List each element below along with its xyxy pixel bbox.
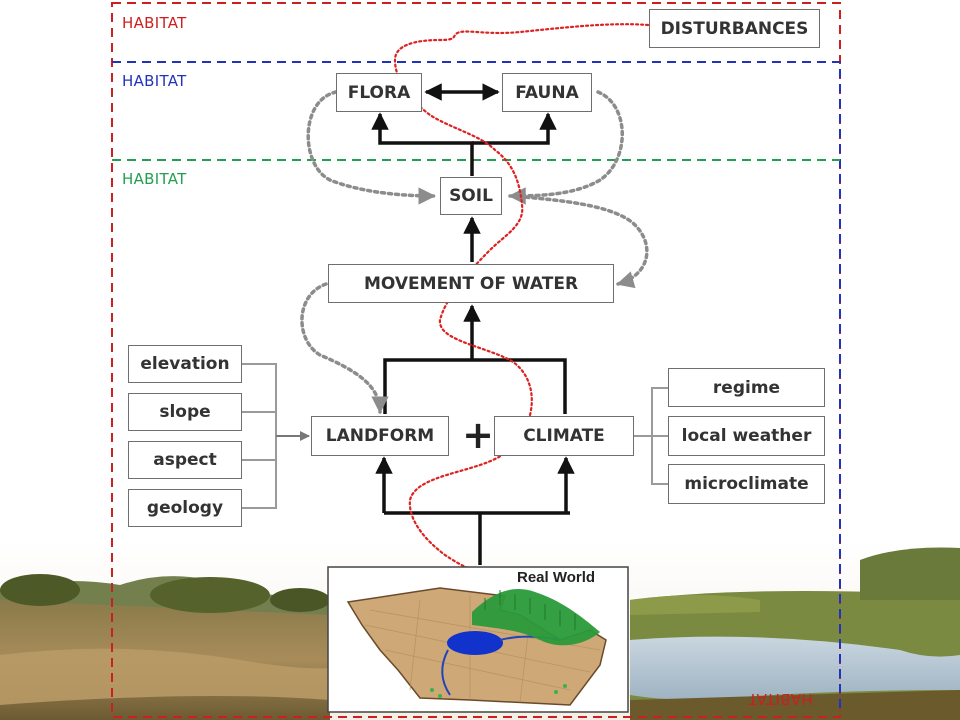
microclimate-box: microclimate bbox=[668, 464, 825, 504]
feedback-arrows bbox=[300, 90, 649, 414]
flora-box: FLORA bbox=[336, 73, 422, 112]
slope-box: slope bbox=[128, 393, 242, 431]
main-arrows bbox=[371, 83, 575, 565]
habitat-label-inverted: HABITAT bbox=[748, 690, 813, 708]
real-world-title: Real World bbox=[517, 569, 596, 586]
geology-box: geology bbox=[128, 489, 242, 527]
regime-box: regime bbox=[668, 368, 825, 407]
local-weather-box: local weather bbox=[668, 416, 825, 456]
soil-box: SOIL bbox=[440, 177, 502, 215]
climate-box: CLIMATE bbox=[494, 416, 634, 456]
habitat-label-blue: HABITAT bbox=[122, 72, 187, 90]
landform-box: LANDFORM bbox=[311, 416, 449, 456]
habitat-label-green: HABITAT bbox=[122, 170, 187, 188]
habitat-zone-blue bbox=[112, 61, 841, 712]
disturbance-path bbox=[393, 23, 650, 572]
fauna-box: FAUNA bbox=[502, 73, 592, 112]
disturbances-box: DISTURBANCES bbox=[649, 9, 820, 48]
real-world-map-illustration bbox=[327, 566, 629, 713]
habitat-label-red: HABITAT bbox=[122, 14, 187, 32]
plus-sign: + bbox=[462, 413, 494, 457]
elevation-box: elevation bbox=[128, 345, 242, 383]
aspect-box: aspect bbox=[128, 441, 242, 479]
movement-of-water-box: MOVEMENT OF WATER bbox=[328, 264, 614, 303]
factor-brackets bbox=[242, 363, 668, 509]
